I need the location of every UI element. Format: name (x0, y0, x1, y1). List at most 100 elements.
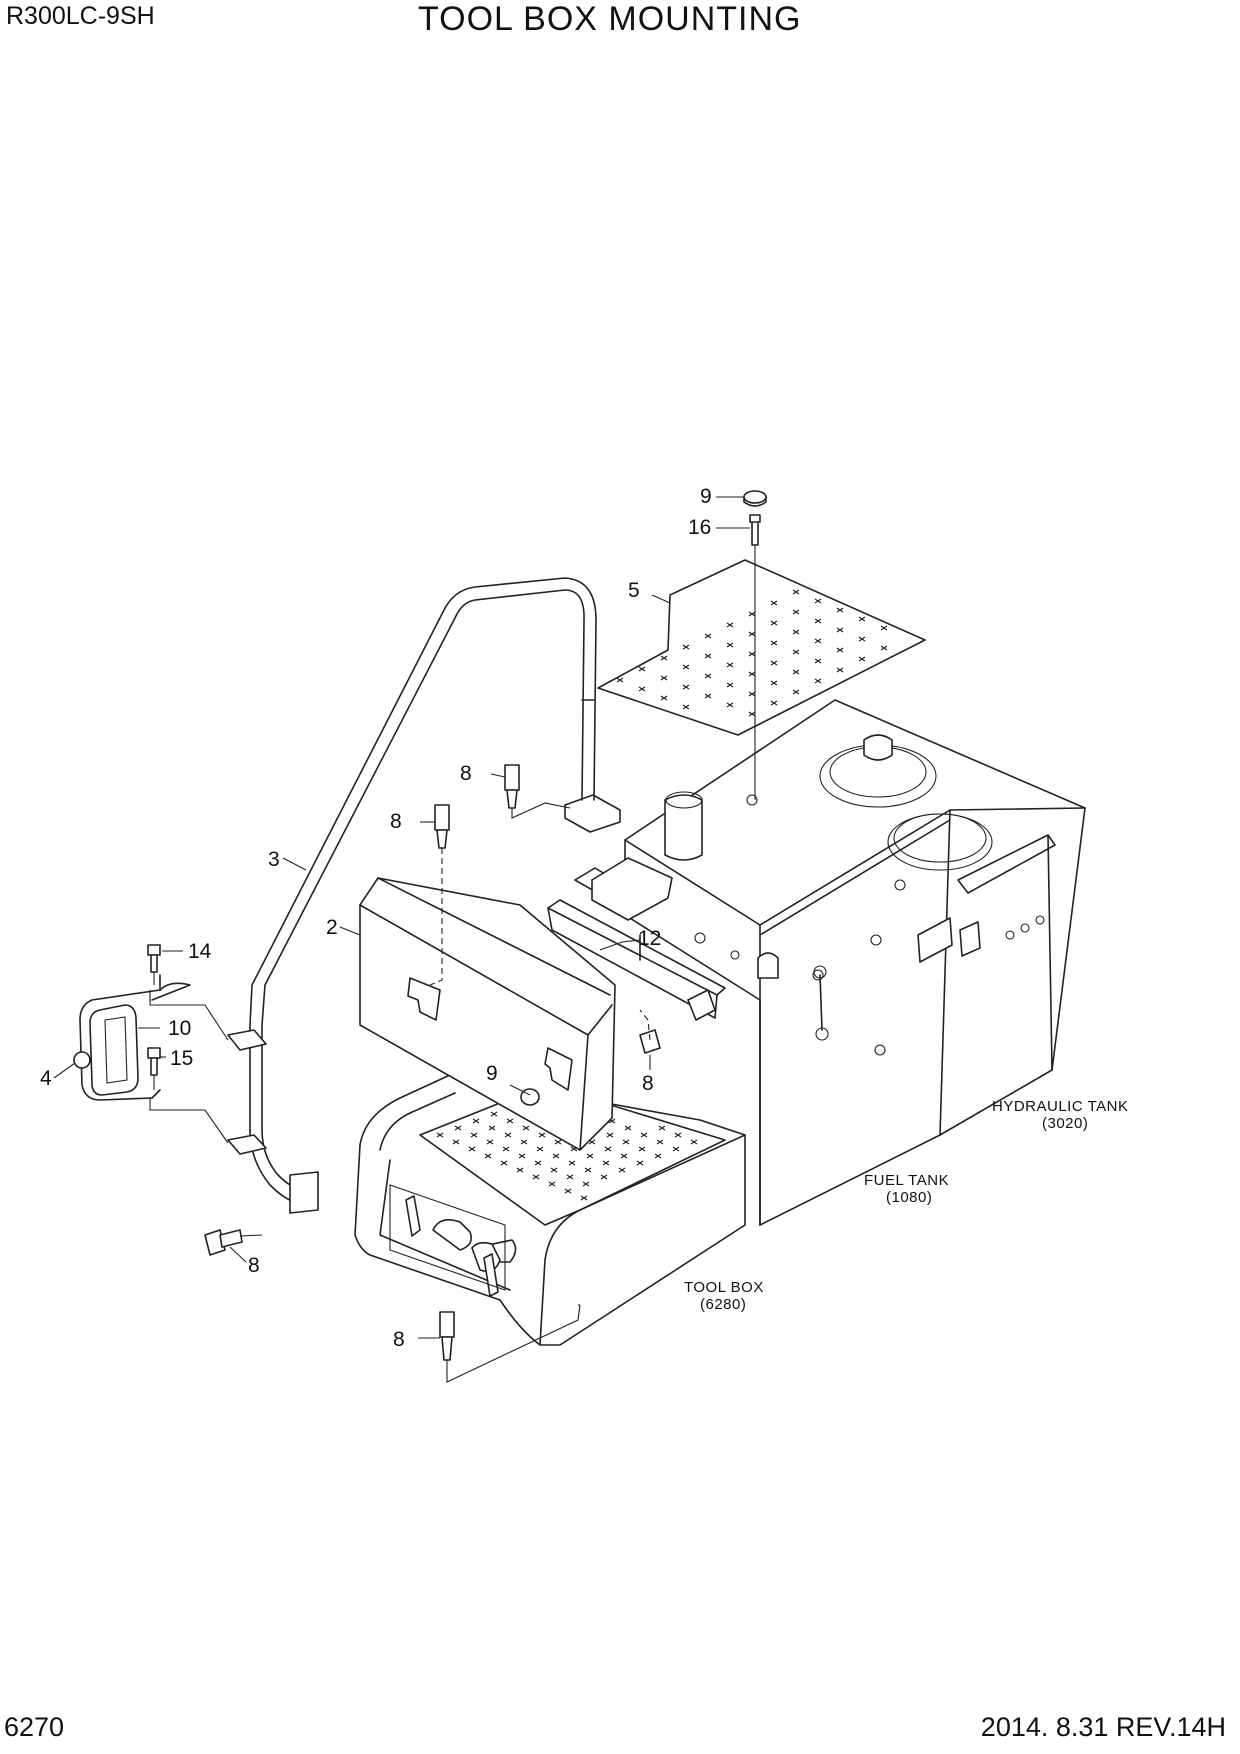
revision-date: 2014. 8.31 REV.14H (980, 1712, 1226, 1742)
page-number: 6270 (4, 1712, 65, 1742)
callout-10: 10 (168, 1017, 191, 1040)
mount-pad (591, 857, 673, 921)
pattern-mark (792, 629, 800, 635)
pattern-mark (582, 1181, 590, 1187)
pattern-mark (770, 600, 778, 606)
pattern-mark (552, 1153, 560, 1159)
pattern-mark (770, 700, 778, 706)
callout-2: 2 (326, 916, 338, 939)
pattern-mark (600, 1174, 608, 1180)
tool-box-cover (359, 877, 616, 1151)
model-number: R300LC-9SH (6, 2, 155, 30)
pattern-mark (548, 1181, 556, 1187)
hydraulic-tank-code: (3020) (1042, 1115, 1088, 1132)
pattern-mark (470, 1132, 478, 1138)
pattern-mark (880, 625, 888, 631)
pattern-mark (748, 651, 756, 657)
pattern-mark (814, 678, 822, 684)
pattern-mark (564, 1188, 572, 1194)
callout-9-top: 9 (700, 485, 712, 508)
pattern-mark (880, 645, 888, 651)
pattern-mark (454, 1125, 462, 1131)
pattern-mark (748, 631, 756, 637)
pattern-mark (792, 609, 800, 615)
pattern-mark (726, 642, 734, 648)
hydraulic-tank-label: HYDRAULIC TANK (992, 1098, 1128, 1115)
pattern-mark (624, 1125, 632, 1131)
pattern-mark (636, 1160, 644, 1166)
pattern-mark (726, 682, 734, 688)
pattern-mark (792, 689, 800, 695)
callout-3: 3 (268, 848, 280, 871)
pattern-mark (620, 1153, 628, 1159)
handrail (227, 577, 597, 1214)
pattern-mark (682, 704, 690, 710)
handrail-base-pad (564, 794, 621, 833)
callout-8-rail-base: 8 (460, 762, 472, 785)
pattern-mark (568, 1160, 576, 1166)
fuel-tank-label: FUEL TANK (864, 1172, 949, 1189)
pattern-mark (814, 598, 822, 604)
pattern-mark (748, 711, 756, 717)
pattern-mark (538, 1132, 546, 1138)
pattern-mark (602, 1160, 610, 1166)
leader-lines (53, 496, 756, 1383)
support-bracket (547, 867, 726, 1021)
pattern-mark (472, 1118, 480, 1124)
pattern-mark (792, 669, 800, 675)
pattern-mark (604, 1146, 612, 1152)
callout-numbers: 9 16 5 8 8 3 2 12 14 10 15 4 9 8 8 8 (40, 485, 712, 1351)
tool-box-label: TOOL BOX (684, 1279, 764, 1296)
pattern-mark (500, 1160, 508, 1166)
pattern-mark (792, 589, 800, 595)
pattern-mark (748, 691, 756, 697)
pattern-mark (638, 686, 646, 692)
pattern-mark (566, 1174, 574, 1180)
pattern-mark (748, 671, 756, 677)
pattern-mark (658, 1125, 666, 1131)
pattern-mark (550, 1167, 558, 1173)
pattern-mark (726, 702, 734, 708)
callout-5: 5 (628, 579, 640, 602)
pattern-mark (554, 1139, 562, 1145)
pattern-mark (618, 1167, 626, 1173)
filler-cover (819, 734, 937, 808)
pattern-mark (516, 1167, 524, 1173)
inspection-cover (887, 813, 993, 871)
pattern-mark (532, 1174, 540, 1180)
callout-8-bracket: 8 (642, 1072, 654, 1095)
pattern-mark (704, 673, 712, 679)
page-title: TOOL BOX MOUNTING (418, 0, 802, 38)
pattern-mark (792, 649, 800, 655)
pattern-mark (504, 1132, 512, 1138)
pattern-mark (682, 684, 690, 690)
tank-assembly (624, 699, 1086, 1226)
pattern-mark (814, 618, 822, 624)
pattern-mark (484, 1153, 492, 1159)
pattern-mark (814, 638, 822, 644)
pattern-mark (488, 1125, 496, 1131)
pattern-mark (672, 1146, 680, 1152)
tool-box (354, 1074, 746, 1346)
callout-8-bottom: 8 (393, 1328, 405, 1351)
pattern-mark (638, 1146, 646, 1152)
pattern-mark (858, 656, 866, 662)
pattern-mark (682, 664, 690, 670)
pattern-mark (726, 622, 734, 628)
pattern-mark (520, 1139, 528, 1145)
callout-4: 4 (40, 1067, 52, 1090)
callout-14: 14 (188, 940, 212, 963)
pattern-mark (534, 1160, 542, 1166)
pattern-mark (606, 1132, 614, 1138)
pattern-mark (640, 1132, 648, 1138)
pattern-mark (660, 695, 668, 701)
pattern-mark (506, 1118, 514, 1124)
pattern-mark (490, 1111, 498, 1117)
pattern-mark (704, 653, 712, 659)
pattern-mark (638, 666, 646, 672)
pattern-mark (436, 1132, 444, 1138)
pattern-mark (770, 640, 778, 646)
pattern-mark (660, 655, 668, 661)
pattern-mark (836, 647, 844, 653)
